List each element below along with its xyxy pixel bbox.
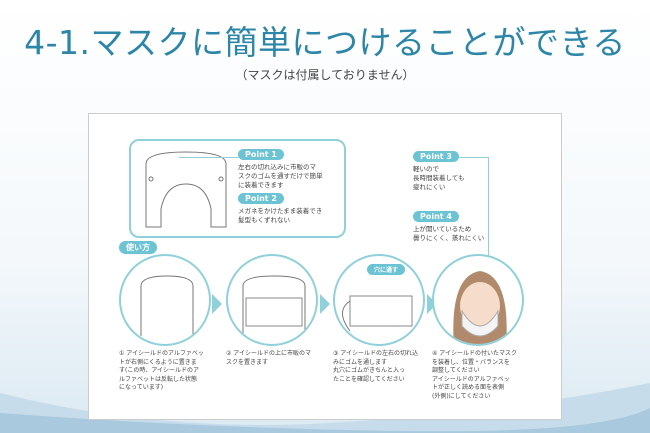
- point-2-badge: Point 2: [238, 193, 284, 204]
- point-3-badge: Point 3: [413, 151, 459, 162]
- shield-features-box: Point 1 左右の切れ込みに市販のマ スクのゴムを通すだけで簡単 に装着でき…: [129, 139, 346, 238]
- arrow-icon: [212, 294, 222, 314]
- step-1-text: ① アイシールドのアルファベッ トが右側にくるように置きま す(この時、アイシー…: [119, 350, 204, 391]
- step-1-illustration: [119, 254, 211, 346]
- point-4-badge: Point 4: [413, 211, 459, 222]
- point-3-text: 軽いので 長時間装着しても 疲れにくい: [413, 165, 465, 191]
- instruction-illustration: Point 1 左右の切れ込みに市販のマ スクのゴムを通すだけで簡単 に装着でき…: [88, 113, 562, 420]
- page-subtitle: （マスクは付属しておりません）: [235, 68, 415, 82]
- point-1-text: 左右の切れ込みに市販のマ スクのゴムを通すだけで簡単 に装着できます: [238, 163, 323, 189]
- background-wave: [0, 383, 650, 433]
- step-4-text: ④ アイシールドの付いたマスク を装着し、位置・バランスを 調整してください ア…: [432, 350, 517, 400]
- point-2-text: メガネをかけたまま装着でき 髪型もくずれない: [238, 207, 323, 224]
- step-4-illustration: [432, 254, 524, 346]
- point-1-badge: Point 1: [238, 149, 284, 160]
- step-2-text: ② アイシールドの上に市販のマ スクを置きます: [226, 350, 311, 366]
- step-3-text: ③ アイシールドの左右の切れ込 みにゴムを通します 丸穴にゴムがきちんと入っ た…: [333, 350, 418, 383]
- hole-label: 穴に通す: [367, 264, 406, 275]
- page-title: 4-1.マスクに簡単につけることができる: [24, 23, 626, 62]
- step-2-illustration: [226, 254, 318, 346]
- usage-badge: 使い方: [119, 241, 157, 254]
- point-4-text: 上が開いているため 曇りにくく、蒸れにくい: [413, 225, 485, 242]
- arrow-icon: [320, 294, 330, 314]
- eye-shield-drawing: [145, 151, 227, 228]
